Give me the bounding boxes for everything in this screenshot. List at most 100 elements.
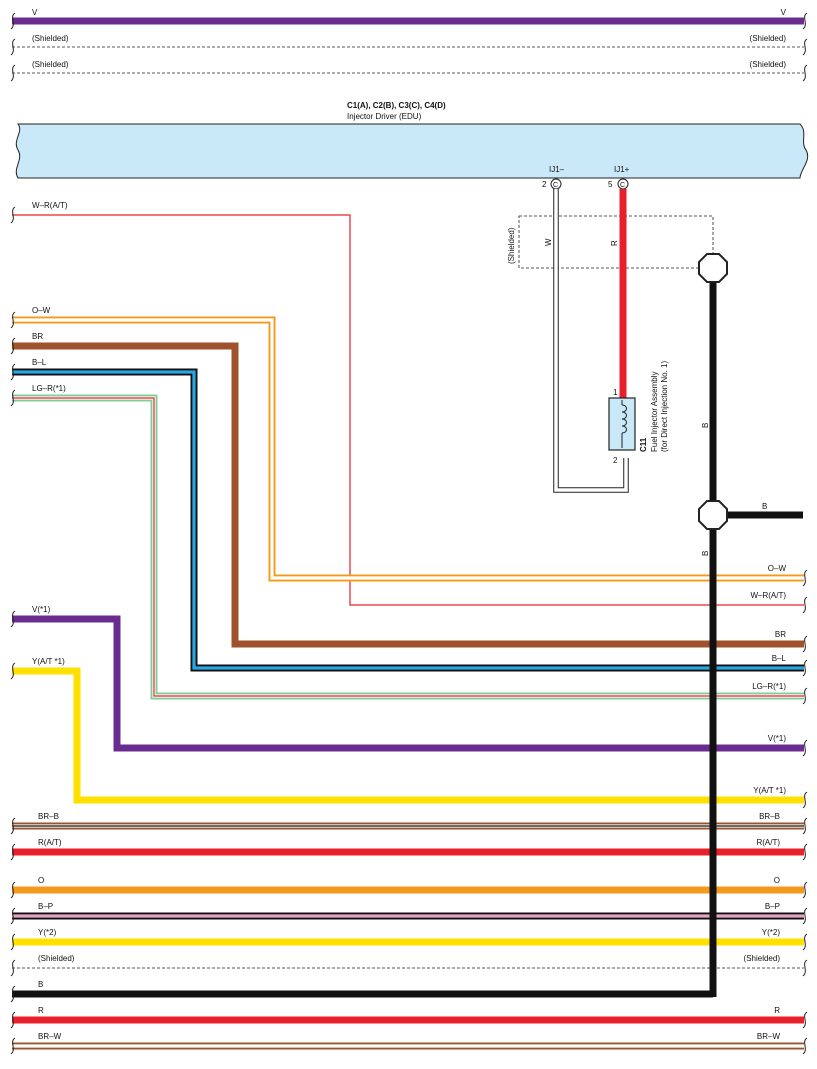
wire-label-right-4: LG–R(*1): [752, 682, 786, 691]
bottom-wire-break-left-3: [10, 907, 16, 925]
top-wire-break-left-1: [10, 38, 16, 56]
bottom-wire-label-left-4: Y(*2): [38, 928, 57, 937]
wire-0: [12, 211, 804, 609]
bottom-wire-label-right-4: Y(*2): [762, 928, 781, 937]
bottom-wire-break-left-4: [10, 933, 16, 951]
top-wire-break-left-2: [10, 64, 16, 82]
top-wire-break-right-1: [802, 38, 808, 56]
bottom-wire-label-right-0: BR–B: [759, 812, 780, 821]
wire-label-left-2: BR: [32, 332, 43, 341]
top-wire-label-left-0: V: [32, 8, 38, 17]
bottom-wire-label-left-7: R: [38, 1006, 44, 1015]
wire-break-left-3: [10, 363, 16, 381]
top-wire-label-right-2: (Shielded): [750, 60, 787, 69]
bottom-wire-label-right-5: (Shielded): [744, 954, 781, 963]
wire-3: [12, 368, 804, 672]
pin-ij1-plus-num: 5: [608, 180, 613, 189]
bottom-wire-break-right-2: [802, 881, 808, 899]
bottom-wire-break-right-1: [802, 843, 808, 861]
injector-subname: (for Direct Injection No. 1): [660, 361, 669, 452]
wire-break-left-5: [10, 610, 16, 628]
bottom-wire-label-right-3: B–P: [765, 902, 780, 911]
bottom-wire-label-right-8: BR–W: [757, 1032, 781, 1041]
wire-break-right-6: [802, 791, 808, 809]
top-wire-label-left-2: (Shielded): [32, 60, 69, 69]
bottom-wire-break-left-1: [10, 843, 16, 861]
pin-ij1-minus-num: 2: [542, 180, 547, 189]
wire-break-left-2: [10, 337, 16, 355]
wire-break-right-4: [802, 687, 808, 705]
shield-box-label: (Shielded): [507, 227, 516, 264]
bottom-wire-break-left-7: [10, 1011, 16, 1029]
ground-branch-label: B: [762, 502, 767, 511]
wire-5: [12, 615, 804, 752]
wire-label-right-6: Y(A/T *1): [753, 786, 786, 795]
bottom-wire-break-left-0: [10, 817, 16, 835]
label-layer: V V (Shielded) (Shielded) (Shielded) (Shielde…: [10, 8, 808, 1055]
wire-break-right-3: [802, 659, 808, 677]
bottom-wire-break-left-8: [10, 1037, 16, 1055]
bottom-wire-label-left-0: BR–B: [38, 812, 59, 821]
wire-label-right-1: O–W: [768, 564, 787, 573]
bottom-wire-break-left-2: [10, 881, 16, 899]
component-layer: C1(A), C2(B), C3(C), C4(D) Injector Driv…: [15, 101, 809, 997]
wire-break-right-2: [802, 635, 808, 653]
shield-box: [518, 215, 714, 269]
wire-2: [12, 342, 804, 648]
bottom-wire-break-right-3: [802, 907, 808, 925]
wire-label-left-0: W–R(A/T): [32, 201, 68, 210]
wire-label-right-5: V(*1): [768, 734, 787, 743]
pin-ij1-plus-name: IJ1+: [614, 165, 630, 174]
edu-name: Injector Driver (EDU): [347, 112, 422, 121]
wire-break-left-6: [10, 662, 16, 680]
ground-trunk-label: B: [701, 423, 710, 428]
wire-layer: [12, 17, 804, 1050]
wire-r-label: R: [610, 240, 619, 246]
wire-label-left-1: O–W: [32, 306, 51, 315]
injector-code: C11: [639, 437, 648, 452]
wire-break-left-1: [10, 311, 16, 329]
bottom-wire-label-left-8: BR–W: [38, 1032, 62, 1041]
bottom-wire-label-left-6: B: [38, 980, 43, 989]
wire-break-right-1: [802, 569, 808, 587]
shield-ground-junction: [698, 253, 728, 283]
bottom-wire-label-left-5: (Shielded): [38, 954, 75, 963]
bottom-wire-label-right-7: R: [774, 1006, 780, 1015]
wire-break-left-4: [10, 389, 16, 407]
wire-label-right-0: W–R(A/T): [750, 591, 786, 600]
bottom-wire-label-right-1: R(A/T): [756, 838, 780, 847]
top-wire-break-left-0: [10, 12, 16, 30]
wire-label-left-3: B–L: [32, 358, 47, 367]
top-wire-break-right-0: [802, 12, 808, 30]
edu-connector-title: C1(A), C2(B), C3(C), C4(D): [347, 101, 446, 110]
injector-name: Fuel Injector Assembly: [650, 372, 659, 452]
injector-pin-bottom: 2: [613, 456, 618, 465]
wire-1: [12, 316, 804, 582]
wire-label-left-6: Y(A/T *1): [32, 657, 65, 666]
bottom-wire-label-left-1: R(A/T): [38, 838, 62, 847]
wire-w-fill: [554, 189, 628, 492]
pin-ij1-minus-conn: C: [553, 182, 558, 189]
wire-4: [12, 394, 804, 700]
injector-pin-top: 1: [613, 388, 618, 397]
ground-splice-junction: [698, 500, 728, 530]
bottom-wire-break-right-4: [802, 933, 808, 951]
wire-label-left-4: LG–R(*1): [32, 384, 66, 393]
bottom-wire-break-right-0: [802, 817, 808, 835]
top-wire-label-left-1: (Shielded): [32, 34, 69, 43]
wire-6: [12, 667, 804, 804]
bottom-wire-break-right-7: [802, 1011, 808, 1029]
bottom-wire-label-left-2: O: [38, 876, 44, 885]
bottom-wire-break-right-5: [802, 959, 808, 977]
injector-coil-icon: [621, 404, 627, 434]
bottom-wire-break-left-6: [10, 985, 16, 1003]
top-wire-label-right-0: V: [781, 8, 787, 17]
wire-break-right-5: [802, 739, 808, 757]
ground-trunk-lower-label: B: [701, 551, 710, 556]
wire-label-right-3: B–L: [772, 654, 787, 663]
bottom-wire-break-left-5: [10, 959, 16, 977]
pin-ij1-plus-conn: C: [620, 182, 625, 189]
bottom-wire-break-right-8: [802, 1037, 808, 1055]
wire-label-right-2: BR: [775, 630, 786, 639]
